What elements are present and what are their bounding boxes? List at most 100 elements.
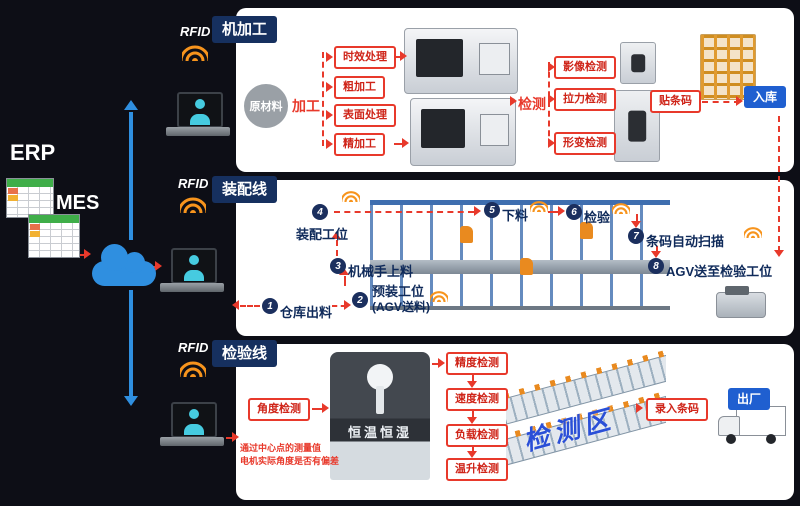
- raw-material-node: 原材料: [244, 84, 288, 128]
- flow-line: [636, 214, 638, 222]
- arrow-right-icon: [474, 206, 481, 216]
- cnc-machine-icon: [410, 98, 516, 166]
- process-label: 加工: [292, 98, 320, 114]
- data-flow-line: [129, 290, 133, 396]
- laptop-screen: [171, 248, 217, 284]
- laptop-keyboard: [166, 127, 230, 136]
- wifi-icon: [528, 200, 550, 223]
- flow-line: [394, 56, 402, 58]
- step-circle-8: 8: [648, 258, 664, 274]
- arrow-left-icon: [232, 300, 239, 310]
- agv-icon: [716, 286, 766, 318]
- climate-chamber-image: [330, 352, 430, 480]
- step-label-4: 装配工位: [296, 227, 349, 242]
- test-box: 温升检测: [446, 458, 508, 481]
- step-label-5: 下料: [502, 208, 529, 223]
- tension-tester-icon: [614, 90, 660, 162]
- laptop-keyboard: [160, 283, 224, 292]
- laptop-user-icon: [166, 92, 230, 140]
- flow-line: [432, 363, 440, 365]
- flow-line: [312, 408, 324, 410]
- sheet-cell: [8, 188, 18, 194]
- cnc-machine-icon: [404, 28, 518, 94]
- flow-line: [240, 305, 260, 307]
- sheet-cell: [30, 224, 40, 230]
- robot-arm-icon: [460, 226, 473, 243]
- laptop-screen: [177, 92, 223, 128]
- arrow-right-icon: [558, 206, 565, 216]
- machining-step: 粗加工: [334, 76, 385, 99]
- erp-label: ERP: [10, 140, 56, 165]
- arrow-right-icon: [326, 110, 333, 120]
- flow-line: [472, 447, 474, 452]
- flow-line: [472, 375, 474, 381]
- sheet-cell: [30, 231, 40, 237]
- wifi-icon: [179, 44, 211, 77]
- barcode-attach-box: 贴条码: [650, 90, 701, 113]
- arrow-right-icon: [326, 139, 333, 149]
- arrow-down-icon: [467, 451, 477, 458]
- arrow-down-icon: [124, 396, 138, 406]
- arrow-right-icon: [636, 403, 643, 413]
- mes-label: MES: [56, 192, 100, 214]
- flow-line: [548, 211, 560, 213]
- vision-tester-icon: [620, 42, 656, 84]
- arrow-up-icon: [331, 232, 341, 239]
- arrow-right-icon: [322, 403, 329, 413]
- arrow-right-icon: [232, 432, 239, 442]
- section-title-assembly: 装配线: [212, 176, 278, 203]
- assembly-line-image: [370, 196, 670, 320]
- truck-cargo: [736, 406, 786, 436]
- step-circle-7: 7: [628, 228, 644, 244]
- arrow-right-icon: [155, 261, 162, 271]
- arrow-up-icon: [339, 268, 349, 275]
- truck-wheel: [726, 434, 736, 444]
- rfid-label: RFID: [180, 24, 211, 39]
- wifi-icon: [610, 202, 632, 225]
- machining-step: 表面处理: [334, 104, 396, 127]
- wifi-icon: [428, 290, 450, 313]
- laptop-user-icon: [160, 402, 224, 450]
- test-box: 速度检测: [446, 388, 508, 411]
- arrow-right-icon: [548, 62, 555, 72]
- truck-cab: [718, 416, 740, 436]
- step-circle-4: 4: [312, 204, 328, 220]
- arrow-down-icon: [631, 221, 641, 228]
- inbound-box: 入库: [744, 86, 787, 108]
- arrow-right-icon: [438, 358, 445, 368]
- data-flow-line: [129, 112, 133, 240]
- laptop-screen: [171, 402, 217, 438]
- step-circle-6: 6: [566, 204, 582, 220]
- wifi-icon: [340, 190, 362, 213]
- flow-line: [656, 246, 658, 252]
- arrow-down-icon: [774, 250, 784, 257]
- section-title-machining: 机加工: [212, 16, 278, 43]
- flow-line: [344, 276, 346, 286]
- spreadsheet-icon: [28, 214, 80, 258]
- arrow-right-icon: [400, 51, 407, 61]
- arrow-right-icon: [84, 249, 91, 259]
- arrow-right-icon: [736, 96, 743, 106]
- assembly-frame: [370, 200, 670, 310]
- barcode-entry-box: 录入条码: [646, 398, 708, 421]
- arrow-down-icon: [467, 381, 477, 388]
- step-label-6: 检验: [584, 210, 611, 225]
- inspect-label: 检测: [518, 96, 546, 112]
- machining-step: 精加工: [334, 133, 385, 156]
- rfid-label: RFID: [178, 176, 209, 191]
- inspection-step: 拉力检测: [554, 88, 616, 111]
- laptop-user-icon: [160, 248, 224, 296]
- flow-line: [702, 101, 740, 103]
- flow-line: [548, 62, 550, 146]
- spreadsheet-icon: [6, 178, 54, 218]
- inspection-step: 影像检测: [554, 56, 616, 79]
- ship-out-box: 出厂: [728, 388, 771, 410]
- step-label-1: 仓库出料: [280, 305, 333, 320]
- flow-line: [778, 116, 780, 252]
- step-label-3: 机械手上料: [348, 264, 414, 279]
- cloud-icon: [92, 242, 156, 286]
- flow-line: [394, 143, 404, 145]
- sheet-header: [29, 215, 79, 223]
- section-title-inspection: 检验线: [212, 340, 278, 367]
